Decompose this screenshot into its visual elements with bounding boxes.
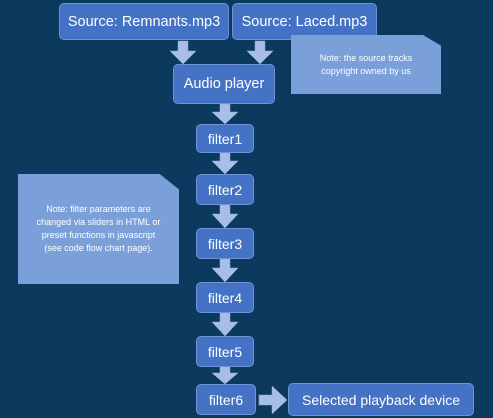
filter2-box: filter2	[196, 174, 254, 205]
audio-player-label: Audio player	[183, 76, 265, 92]
filter5-box: filter5	[196, 336, 254, 367]
filter3-label: filter3	[207, 235, 243, 252]
arrow-filter6-to-device	[258, 385, 288, 415]
filter4-box: filter4	[196, 282, 254, 313]
copyright-note-line1: Note: the source tracks	[319, 52, 413, 63]
filter5-label: filter5	[207, 343, 243, 360]
arrow-filter5-to-filter6	[211, 366, 239, 385]
filter1-box: filter1	[196, 124, 254, 153]
source-remnants-box: Source: Remnants.mp3	[59, 3, 229, 40]
copyright-note-line2: copyright owned by us	[321, 65, 411, 76]
arrow-filter4-to-filter5	[211, 312, 239, 337]
filter-note-line1: Note: filter parameters are	[46, 204, 151, 214]
arrow-filter3-to-filter4	[211, 258, 239, 283]
filter4-label: filter4	[207, 289, 243, 306]
arrow-source1-to-player	[169, 40, 197, 65]
source-remnants-label: Source: Remnants.mp3	[67, 13, 221, 30]
playback-device-label: Selected playback device	[302, 391, 460, 408]
audio-player-box: Audio player	[173, 64, 275, 104]
copyright-note: Note: the source tracks copyright owned …	[291, 35, 441, 94]
filter1-label: filter1	[207, 130, 243, 147]
filter-note-line3: preset functions in javascript	[41, 230, 156, 240]
filter-note-line4: (see code flow chart page).	[44, 243, 153, 253]
arrow-source2-to-player	[246, 40, 274, 65]
filter3-box: filter3	[196, 228, 254, 259]
filter2-label: filter2	[207, 181, 243, 198]
filter6-label: filter6	[208, 391, 244, 408]
arrow-player-to-filter1	[211, 103, 239, 125]
filter-parameters-note: Note: filter parameters are changed via …	[18, 174, 179, 284]
filter6-box: filter6	[196, 384, 256, 415]
arrow-filter1-to-filter2	[211, 152, 239, 175]
filter-note-line2: changed via sliders in HTML or	[36, 217, 161, 227]
arrow-filter2-to-filter3	[211, 204, 239, 229]
source-laced-label: Source: Laced.mp3	[241, 13, 368, 30]
playback-device-box: Selected playback device	[288, 383, 474, 416]
source-laced-box: Source: Laced.mp3	[232, 3, 377, 40]
